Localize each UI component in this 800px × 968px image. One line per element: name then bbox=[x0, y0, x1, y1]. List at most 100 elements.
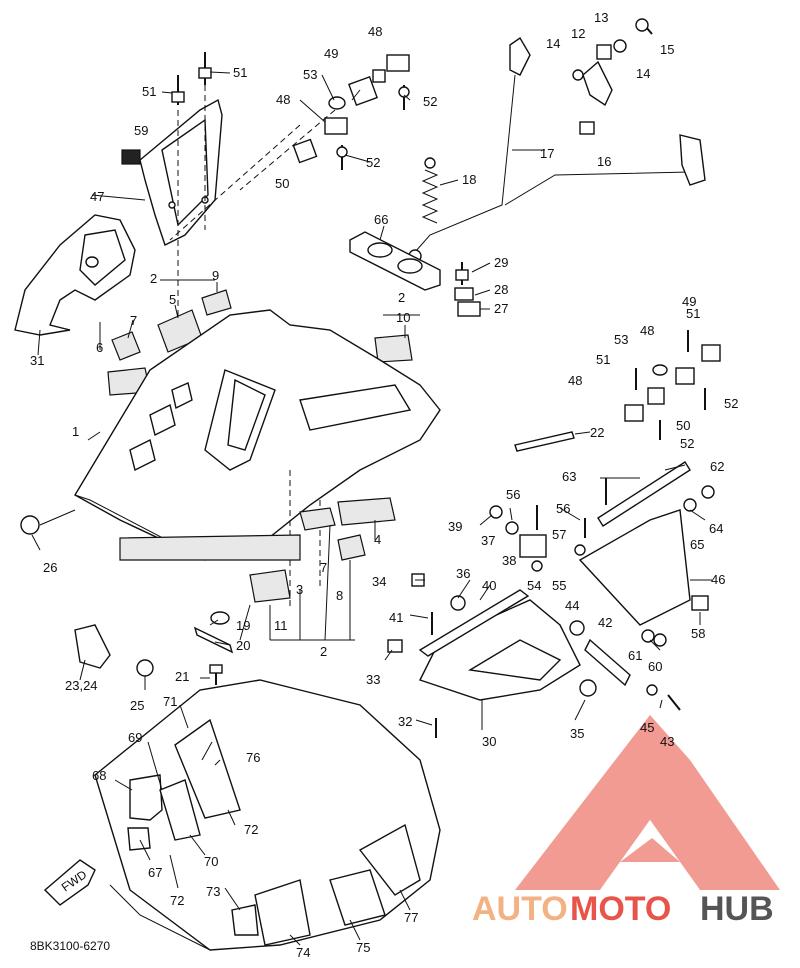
label-76: 76 bbox=[246, 750, 260, 765]
label-40: 40 bbox=[482, 578, 496, 593]
label-2b: 2 bbox=[398, 290, 405, 305]
watermark-text-moto: MOTO bbox=[570, 890, 671, 928]
label-5: 5 bbox=[169, 292, 176, 307]
label-29: 29 bbox=[494, 255, 508, 270]
label-28: 28 bbox=[494, 282, 508, 297]
hardware-right bbox=[387, 478, 715, 738]
label-53a: 53 bbox=[303, 67, 317, 82]
label-11: 11 bbox=[274, 618, 288, 633]
callout-labels: 1 2 2 2 3 4 5 6 7 7 8 9 10 11 12 13 14 1… bbox=[30, 10, 738, 960]
fasteners-27-29 bbox=[454, 262, 481, 317]
label-38: 38 bbox=[502, 553, 516, 568]
label-31: 31 bbox=[30, 353, 44, 368]
watermark-logo bbox=[515, 715, 780, 890]
label-52a: 52 bbox=[423, 94, 437, 109]
label-77: 77 bbox=[404, 910, 418, 925]
label-17: 17 bbox=[540, 146, 554, 161]
label-18: 18 bbox=[462, 172, 476, 187]
watermark-text: AUTO MOTO HUB bbox=[472, 890, 774, 928]
pads-lower bbox=[127, 718, 421, 946]
label-9: 9 bbox=[212, 268, 219, 283]
label-26: 26 bbox=[43, 560, 57, 575]
bracket-set-right bbox=[624, 330, 721, 440]
label-72b: 72 bbox=[170, 893, 184, 908]
label-49a: 49 bbox=[324, 46, 338, 61]
label-34: 34 bbox=[372, 574, 386, 589]
label-41: 41 bbox=[389, 610, 403, 625]
rail-40 bbox=[418, 589, 530, 657]
label-8: 8 bbox=[336, 588, 343, 603]
label-64: 64 bbox=[709, 521, 723, 536]
label-13: 13 bbox=[594, 10, 608, 25]
label-25: 25 bbox=[130, 698, 144, 713]
fwd-arrow-icon: FWD bbox=[43, 859, 96, 906]
strip-22 bbox=[514, 431, 575, 452]
label-48d: 48 bbox=[568, 373, 582, 388]
hardware-lower-left bbox=[20, 515, 234, 685]
label-57: 57 bbox=[552, 527, 566, 542]
label-50b: 50 bbox=[676, 418, 690, 433]
label-6: 6 bbox=[96, 340, 103, 355]
label-1: 1 bbox=[72, 424, 79, 439]
label-46: 46 bbox=[711, 572, 725, 587]
label-65: 65 bbox=[690, 537, 704, 552]
watermark-triangle-icon bbox=[515, 715, 780, 890]
label-14b: 14 bbox=[636, 66, 650, 81]
label-27: 27 bbox=[494, 301, 508, 316]
label-36: 36 bbox=[456, 566, 470, 581]
rail-62 bbox=[597, 461, 691, 527]
label-33: 33 bbox=[366, 672, 380, 687]
label-50a: 50 bbox=[275, 176, 289, 191]
label-67: 67 bbox=[148, 865, 162, 880]
label-15: 15 bbox=[660, 42, 674, 57]
leader-lines bbox=[31, 71, 712, 946]
label-51c: 51 bbox=[686, 306, 700, 321]
label-35: 35 bbox=[570, 726, 584, 741]
watermark-triangle-small-icon bbox=[620, 838, 680, 862]
label-60: 60 bbox=[648, 659, 662, 674]
watermark-text-auto: AUTO bbox=[472, 890, 568, 928]
panel-30 bbox=[419, 599, 597, 701]
bracket-47 bbox=[139, 98, 223, 246]
label-51b: 51 bbox=[142, 84, 156, 99]
label-42: 42 bbox=[598, 615, 612, 630]
label-75: 75 bbox=[356, 940, 370, 955]
label-49b: 49 bbox=[682, 294, 696, 309]
watermark-text-hub: HUB bbox=[700, 890, 774, 928]
label-7b: 7 bbox=[320, 560, 327, 575]
label-20: 20 bbox=[236, 638, 250, 653]
label-56b: 56 bbox=[556, 501, 570, 516]
label-48a: 48 bbox=[368, 24, 382, 39]
label-16: 16 bbox=[597, 154, 611, 169]
bracket-42 bbox=[584, 638, 631, 687]
label-39: 39 bbox=[448, 519, 462, 534]
label-69: 69 bbox=[128, 730, 142, 745]
panel-46 bbox=[578, 509, 691, 626]
label-71: 71 bbox=[163, 694, 177, 709]
label-52d: 52 bbox=[680, 436, 694, 451]
label-48b: 48 bbox=[276, 92, 290, 107]
spring-18 bbox=[421, 157, 439, 224]
label-56a: 56 bbox=[506, 487, 520, 502]
label-59: 59 bbox=[134, 123, 148, 138]
label-48c: 48 bbox=[640, 323, 654, 338]
plate-66 bbox=[349, 231, 441, 291]
label-3: 3 bbox=[296, 582, 303, 597]
label-62: 62 bbox=[710, 459, 724, 474]
label-51a: 51 bbox=[233, 65, 247, 80]
lever-12-16 bbox=[572, 18, 653, 135]
label-61: 61 bbox=[628, 648, 642, 663]
bracket-set-top bbox=[292, 54, 410, 170]
clip-59 bbox=[121, 149, 141, 165]
label-10: 10 bbox=[396, 310, 410, 325]
label-12: 12 bbox=[571, 26, 585, 41]
label-72a: 72 bbox=[244, 822, 258, 837]
label-51d: 51 bbox=[596, 352, 610, 367]
label-63: 63 bbox=[562, 469, 576, 484]
bracket-23-24 bbox=[74, 624, 111, 669]
label-37: 37 bbox=[481, 533, 495, 548]
label-44: 44 bbox=[565, 598, 579, 613]
label-45: 45 bbox=[640, 720, 654, 735]
label-52b: 52 bbox=[366, 155, 380, 170]
